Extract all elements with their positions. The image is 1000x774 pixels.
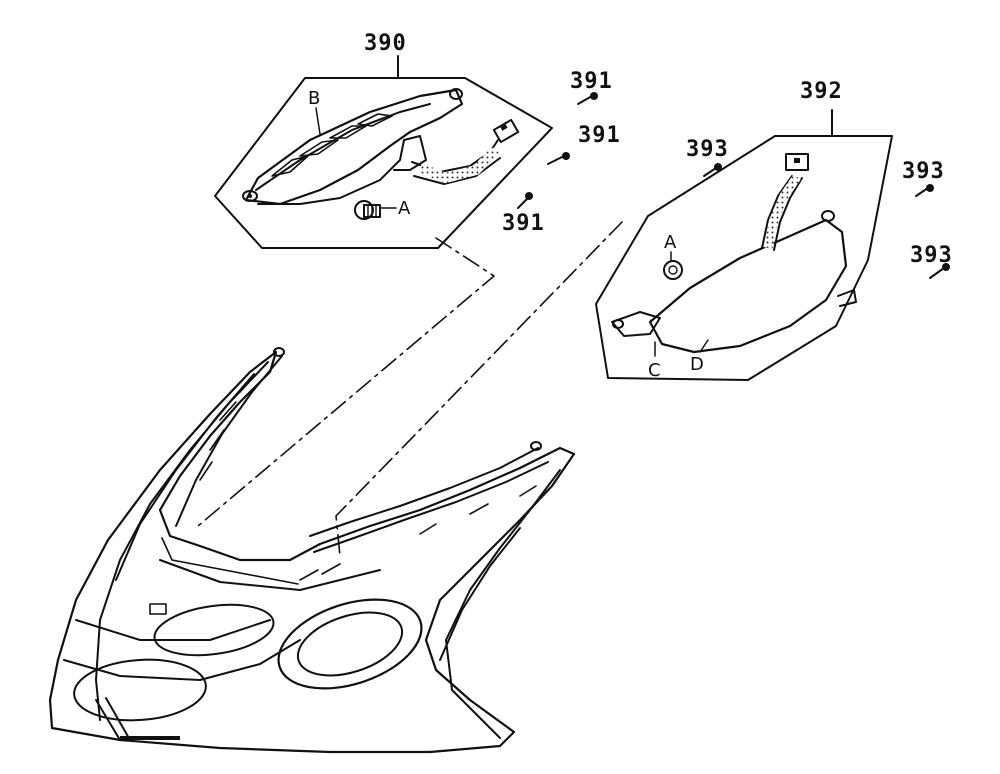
screw-icon bbox=[577, 92, 598, 105]
assembly-guide-lines bbox=[161, 221, 623, 585]
part-392-group: 392 A C D bbox=[595, 79, 893, 381]
right-indicator-lamp bbox=[611, 174, 857, 354]
part-393-label-1: 393 bbox=[686, 137, 729, 162]
screw-icon bbox=[517, 192, 533, 209]
part-390-group: 390 A B bbox=[214, 31, 553, 249]
screw-icon bbox=[703, 163, 722, 177]
callout-right-d-leader bbox=[699, 339, 709, 353]
screw-icon bbox=[547, 152, 570, 165]
part-390-label: 390 bbox=[364, 31, 407, 56]
callout-left-b: B bbox=[308, 88, 320, 109]
right-bulb-icon bbox=[663, 260, 683, 280]
part-391-label-3: 391 bbox=[502, 211, 545, 236]
front-cowl bbox=[48, 347, 576, 754]
part-391-screws: 391 391 391 bbox=[502, 69, 621, 236]
screw-icon bbox=[915, 184, 934, 197]
callout-right-a: A bbox=[664, 232, 677, 253]
part-393-label-2: 393 bbox=[902, 159, 945, 184]
left-indicator-lamp bbox=[242, 88, 501, 206]
callout-right-c: C bbox=[648, 360, 661, 381]
right-connector-plug bbox=[785, 153, 809, 171]
part-390-boundary bbox=[214, 77, 553, 249]
part-391-label-1: 391 bbox=[570, 69, 613, 94]
part-392-boundary bbox=[595, 135, 893, 381]
callout-left-b-leader bbox=[315, 107, 321, 135]
part-393-screws: 393 393 393 bbox=[686, 137, 952, 279]
part-392-label: 392 bbox=[800, 79, 843, 104]
callout-right-d: D bbox=[690, 354, 704, 375]
part-391-label-2: 391 bbox=[578, 123, 621, 148]
callout-left-a: A bbox=[398, 198, 411, 219]
left-bulb-icon bbox=[354, 200, 381, 220]
left-connector-plug bbox=[492, 118, 520, 144]
screw-icon bbox=[929, 263, 950, 279]
headlight-opening bbox=[277, 598, 423, 690]
